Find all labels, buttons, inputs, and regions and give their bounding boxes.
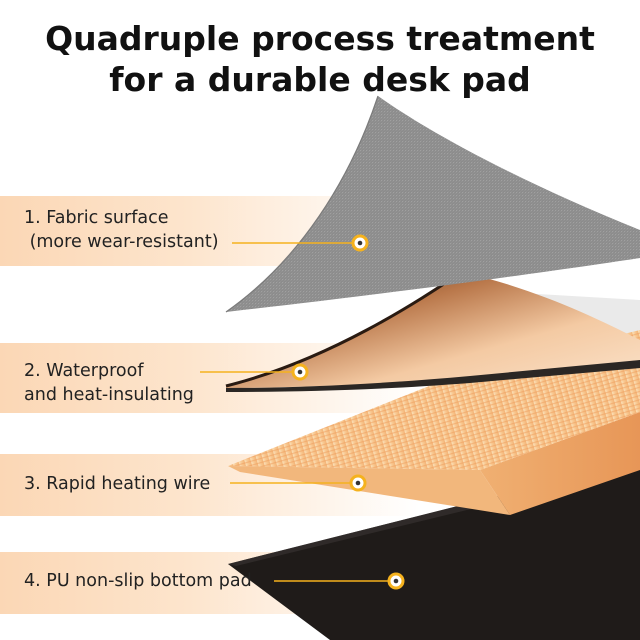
- title-line-1: Quadruple process treatment: [45, 19, 595, 58]
- callout-bottom: [274, 572, 405, 590]
- fabric-layer-edge: [225, 95, 379, 313]
- waterproof-layer-copper: [226, 272, 640, 388]
- callout-waterproof: [200, 363, 309, 381]
- layer-label-waterproof: 2. Waterproof and heat-insulating: [24, 359, 194, 407]
- waterproof-layer-base: [226, 360, 640, 392]
- callout-heating: [230, 474, 367, 492]
- layer-label-line: 4. PU non-slip bottom pad: [24, 571, 252, 591]
- callout-fabric: [232, 234, 369, 252]
- layer-label-line: 3. Rapid heating wire: [24, 474, 211, 494]
- page-title: Quadruple process treatment for a durabl…: [0, 18, 640, 100]
- fabric-layer: [226, 96, 640, 312]
- layer-label-fabric: 1. Fabric surface (more wear-resistant): [24, 206, 219, 254]
- title-line-2: for a durable desk pad: [109, 60, 531, 99]
- layer-label-line: 2. Waterproof: [24, 361, 144, 381]
- heating-layer-front: [228, 466, 510, 515]
- layer-label-heating: 3. Rapid heating wire: [24, 472, 210, 496]
- layer-label-line: 1. Fabric surface: [24, 208, 169, 228]
- layer-label-line: and heat-insulating: [24, 385, 194, 405]
- heating-layer-side: [480, 412, 640, 515]
- layer-label-bottom: 4. PU non-slip bottom pad: [24, 569, 252, 593]
- layer-label-line: (more wear-resistant): [24, 232, 219, 252]
